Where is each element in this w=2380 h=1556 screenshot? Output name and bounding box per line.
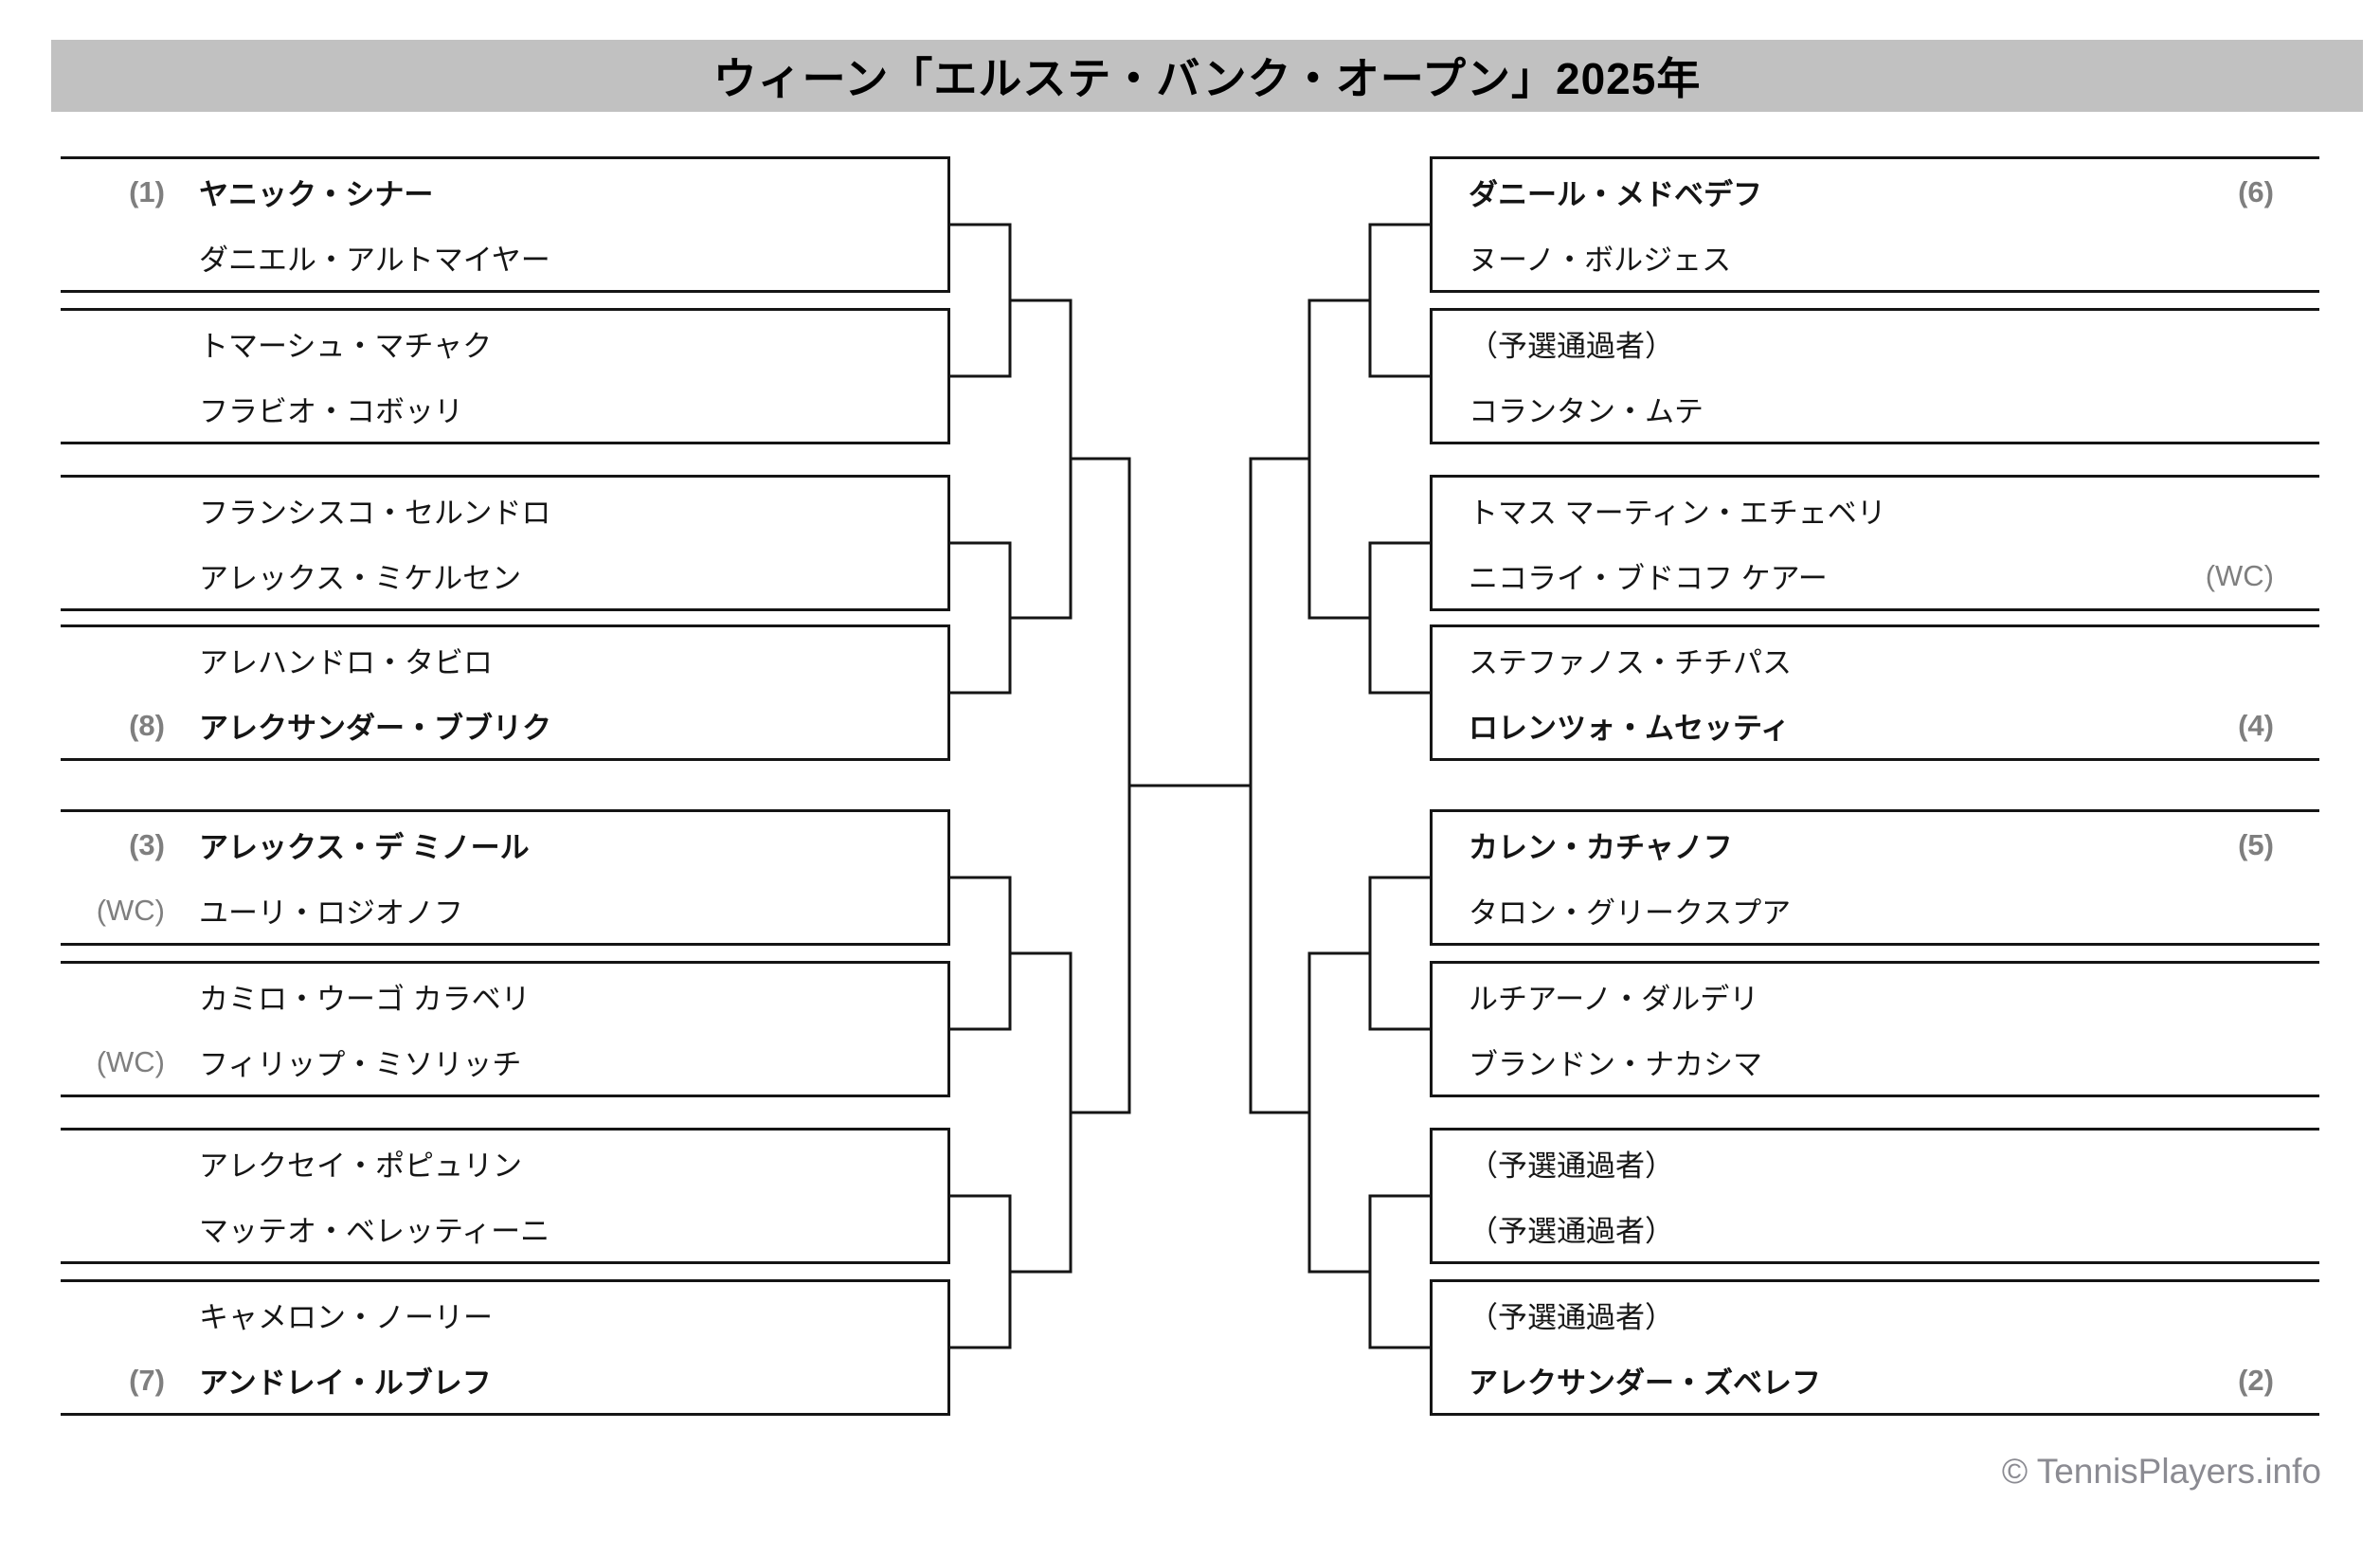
player-row: アレクサンダー・ズベレフ (2) [1433,1348,2319,1413]
player-row: フランシスコ・セルンドロ [61,478,947,543]
player-row: （予選通過者） [1433,311,2319,376]
match-box-right-7: （予選通過者） （予選通過者） [1430,1128,2319,1264]
seed-label: (8) [129,708,165,742]
player-row: アレハンドロ・タビロ [61,627,947,693]
match-box-right-6: ルチアーノ・ダルデリ ブランドン・ナカシマ [1430,961,2319,1097]
player-row: ルチアーノ・ダルデリ [1433,964,2319,1029]
player-name: ロレンツォ・ムセッティ [1469,712,1791,745]
player-row: アレクセイ・ポピュリン [61,1131,947,1196]
player-name: （予選通過者） [1469,1301,1674,1334]
player-row: ステファノス・チチパス [1433,627,2319,693]
player-row: ニコライ・ブドコフ ケアー (WC) [1433,543,2319,608]
match-box-left-6: カミロ・ウーゴ カラベリ (WC) フィリップ・ミソリッチ [61,961,950,1097]
seed-label: (WC) [2205,558,2274,592]
player-row: ダニール・メドベデフ (6) [1433,159,2319,225]
player-row: (WC) フィリップ・ミソリッチ [61,1029,947,1095]
player-name: アンドレイ・ルブレフ [199,1366,492,1400]
player-name: アレクサンダー・ブブリク [199,712,551,745]
player-name: ヤニック・シナー [199,178,434,211]
player-name: トマス マーティン・エチェベリ [1469,497,1886,530]
player-row: タロン・グリークスプア [1433,878,2319,943]
player-name: タロン・グリークスプア [1469,896,1792,930]
seed-label: (2) [2238,1363,2274,1397]
player-name: マッテオ・ベレッティーニ [199,1215,550,1248]
player-name: アレハンドロ・タビロ [199,646,493,679]
player-row: (8) アレクサンダー・ブブリク [61,693,947,758]
seed-label: (WC) [96,1044,165,1078]
match-box-left-1: (1) ヤニック・シナー ダニエル・アルトマイヤー [61,156,950,293]
player-name: ダニエル・アルトマイヤー [199,244,550,277]
player-name: アレクサンダー・ズベレフ [1469,1366,1821,1400]
player-row: （予選通過者） [1433,1131,2319,1196]
player-name: コランタン・ムテ [1469,395,1704,428]
match-box-right-5: カレン・カチャノフ (5) タロン・グリークスプア [1430,809,2319,946]
player-row: ロレンツォ・ムセッティ (4) [1433,693,2319,758]
player-name: ニコライ・ブドコフ ケアー [1469,562,1828,595]
player-row: (7) アンドレイ・ルブレフ [61,1348,947,1413]
seed-label: (6) [2238,174,2274,208]
player-row: カミロ・ウーゴ カラベリ [61,964,947,1029]
player-row: トマーシュ・マチャク [61,311,947,376]
player-row: マッテオ・ベレッティーニ [61,1196,947,1261]
player-row: （予選通過者） [1433,1282,2319,1348]
player-row: (1) ヤニック・シナー [61,159,947,225]
player-row: （予選通過者） [1433,1196,2319,1261]
seed-label: (WC) [96,893,165,927]
player-row: ヌーノ・ボルジェス [1433,225,2319,290]
title-bar: ウィーン「エルステ・バンク・オープン」2025年 [51,40,2363,112]
match-box-right-2: （予選通過者） コランタン・ムテ [1430,308,2319,444]
player-name: キャメロン・ノーリー [199,1301,493,1334]
player-name: ヌーノ・ボルジェス [1469,244,1732,277]
match-box-right-8: （予選通過者） アレクサンダー・ズベレフ (2) [1430,1279,2319,1416]
player-row: トマス マーティン・エチェベリ [1433,478,2319,543]
match-box-left-2: トマーシュ・マチャク フラビオ・コボッリ [61,308,950,444]
player-row: (3) アレックス・デ ミノール [61,812,947,878]
seed-label: (7) [129,1363,165,1397]
player-name: ルチアーノ・ダルデリ [1469,983,1759,1016]
player-name: ダニール・メドベデフ [1469,178,1762,211]
match-box-left-5: (3) アレックス・デ ミノール (WC) ユーリ・ロジオノフ [61,809,950,946]
match-box-left-8: キャメロン・ノーリー (7) アンドレイ・ルブレフ [61,1279,950,1416]
player-name: フラビオ・コボッリ [199,395,463,428]
seed-label: (3) [129,827,165,861]
player-row: カレン・カチャノフ (5) [1433,812,2319,878]
match-box-left-4: アレハンドロ・タビロ (8) アレクサンダー・ブブリク [61,624,950,761]
player-name: （予選通過者） [1469,330,1674,363]
seed-label: (4) [2238,708,2274,742]
seed-label: (5) [2238,827,2274,861]
player-row: フラビオ・コボッリ [61,376,947,442]
player-name: フィリップ・ミソリッチ [199,1048,522,1081]
seed-label: (1) [129,174,165,208]
player-row: アレックス・ミケルセン [61,543,947,608]
player-name: フランシスコ・セルンドロ [199,497,551,530]
left-half-connector-lines [948,223,1253,1349]
player-row: (WC) ユーリ・ロジオノフ [61,878,947,943]
player-name: アレックス・デ ミノール [199,831,530,864]
player-name: ブランドン・ナカシマ [1469,1048,1762,1081]
player-row: ブランドン・ナカシマ [1433,1029,2319,1095]
match-box-right-4: ステファノス・チチパス ロレンツォ・ムセッティ (4) [1430,624,2319,761]
match-box-right-1: ダニール・メドベデフ (6) ヌーノ・ボルジェス [1430,156,2319,293]
player-row: キャメロン・ノーリー [61,1282,947,1348]
player-name: カミロ・ウーゴ カラベリ [199,983,531,1016]
player-name: ステファノス・チチパス [1469,646,1792,679]
match-box-left-7: アレクセイ・ポピュリン マッテオ・ベレッティーニ [61,1128,950,1264]
player-name: （予選通過者） [1469,1215,1674,1248]
player-row: ダニエル・アルトマイヤー [61,225,947,290]
page-title: ウィーン「エルステ・バンク・オープン」2025年 [712,54,1702,103]
player-name: ユーリ・ロジオノフ [199,896,463,930]
player-name: （予選通過者） [1469,1149,1674,1183]
player-name: カレン・カチャノフ [1469,831,1733,864]
right-half-connector-lines [1249,223,1432,1349]
player-row: コランタン・ムテ [1433,376,2319,442]
match-box-left-3: フランシスコ・セルンドロ アレックス・ミケルセン [61,475,950,611]
player-name: アレックス・ミケルセン [199,562,522,595]
player-name: アレクセイ・ポピュリン [199,1149,522,1183]
match-box-right-3: トマス マーティン・エチェベリ ニコライ・ブドコフ ケアー (WC) [1430,475,2319,611]
copyright-footer: © TennisPlayers.info [2001,1452,2321,1491]
player-name: トマーシュ・マチャク [199,330,493,363]
